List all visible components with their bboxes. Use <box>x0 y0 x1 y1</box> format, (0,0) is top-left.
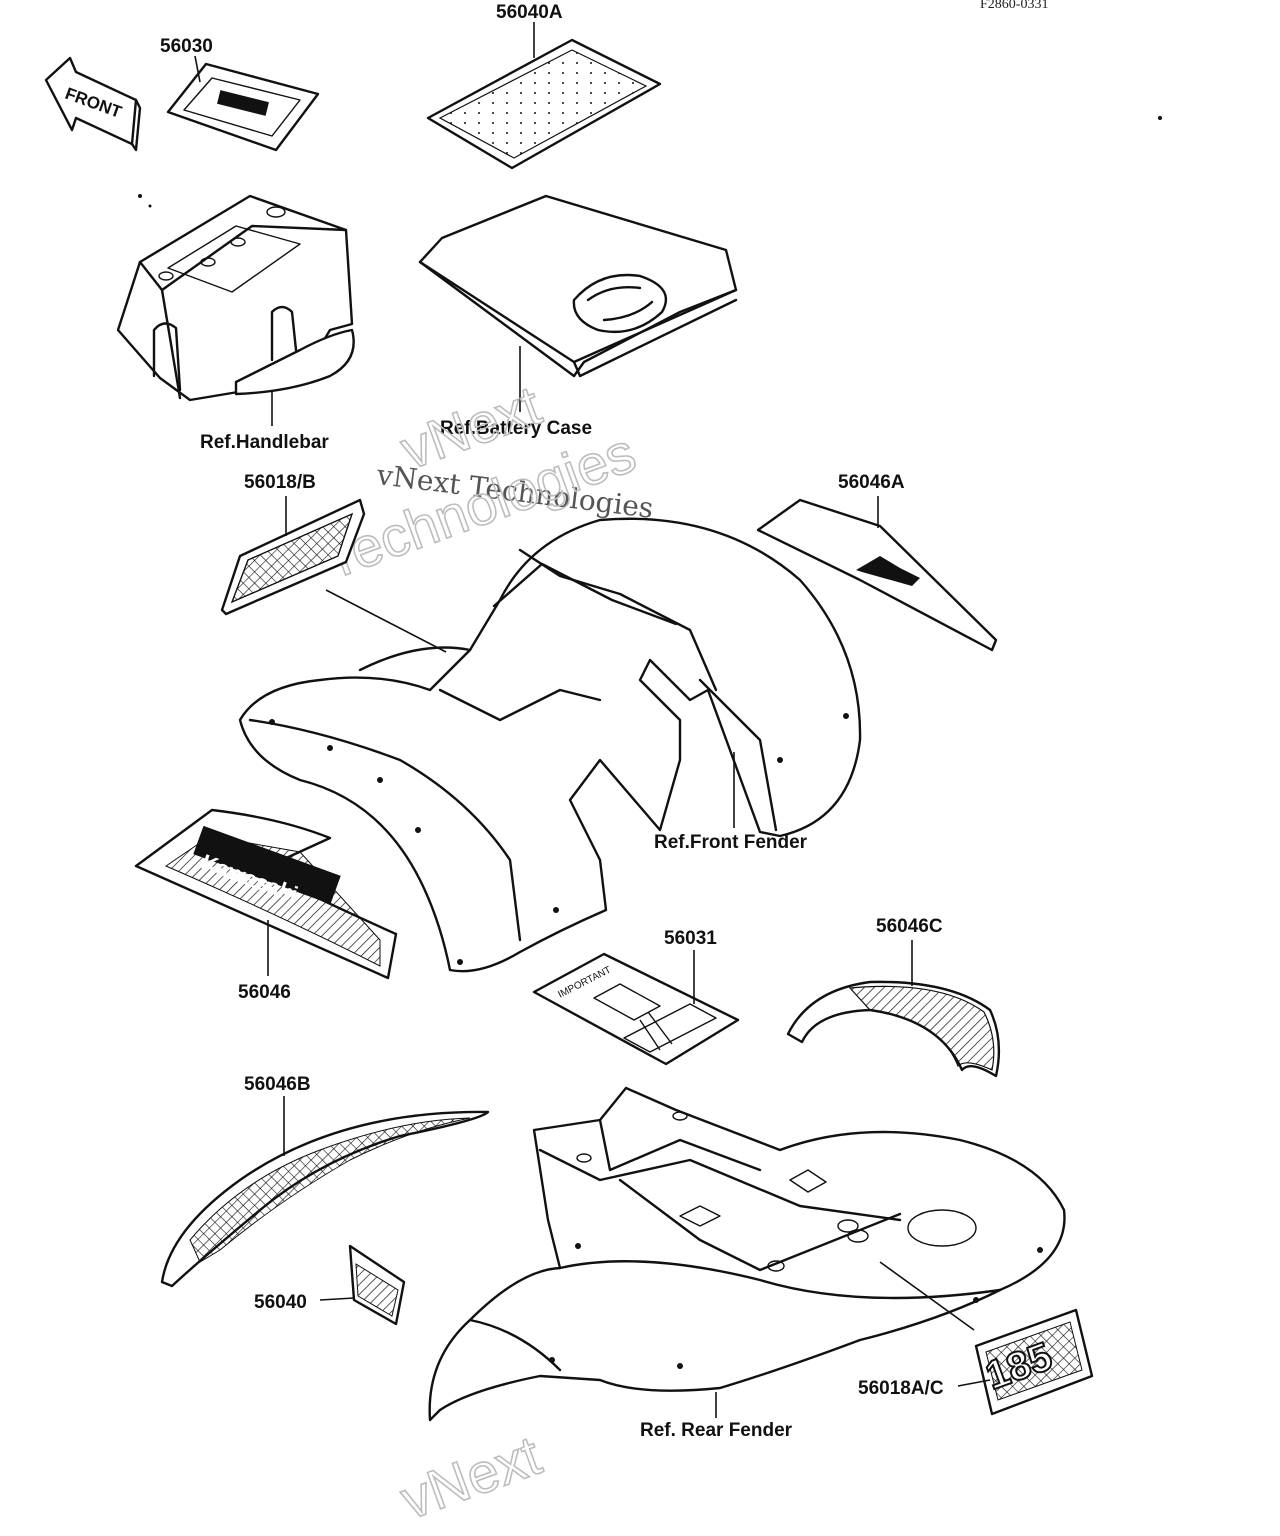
label-56046A: 56046A <box>838 472 905 493</box>
label-56018B: 56018/B <box>244 472 316 493</box>
label-56040A: 56040A <box>496 2 563 23</box>
label-ref-rear-fender: Ref. Rear Fender <box>640 1420 793 1441</box>
part-56046: Kawasaki 56046 <box>134 808 398 1003</box>
label-56046B: 56046B <box>244 1074 311 1095</box>
label-ref-handlebar: Ref.Handlebar <box>200 432 329 453</box>
label-56046: 56046 <box>238 982 291 1003</box>
label-ref-front-fender: Ref.Front Fender <box>654 832 808 853</box>
battery-case-cover: Ref.Battery Case <box>418 194 738 439</box>
label-56031: 56031 <box>664 928 717 949</box>
part-56040A: 56040A <box>426 2 662 170</box>
part-56018AC: 185 56018A/C <box>858 1308 1094 1416</box>
front-fender: Ref.Front Fender <box>238 517 862 973</box>
label-56040: 56040 <box>254 1292 307 1313</box>
label-56018AC: 56018A/C <box>858 1378 944 1399</box>
part-56046B: 56046B <box>160 1074 490 1288</box>
label-56030: 56030 <box>160 36 213 57</box>
front-arrow-icon: FRONT <box>44 56 142 152</box>
part-56046C: 56046C <box>786 916 1001 1078</box>
label-56046C: 56046C <box>876 916 943 937</box>
speck <box>138 194 142 198</box>
part-56046A: 56046A <box>756 472 998 652</box>
speck <box>1158 116 1162 120</box>
part-56040: 56040 <box>254 1244 406 1326</box>
drawing-code: F2860-0331 <box>980 0 1048 12</box>
rear-fender: Ref. Rear Fender <box>428 1086 1066 1441</box>
part-56018B: 56018/B <box>220 472 447 653</box>
handlebar-cover: Ref.Handlebar <box>116 194 355 453</box>
watermark-vnext-bottom: vNext <box>393 1423 549 1531</box>
speck <box>148 204 152 208</box>
label-ref-battery-case: Ref.Battery Case <box>440 418 592 439</box>
part-56031: IMPORTANT 56031 <box>532 928 740 1066</box>
part-56030: 56030 <box>160 36 320 152</box>
